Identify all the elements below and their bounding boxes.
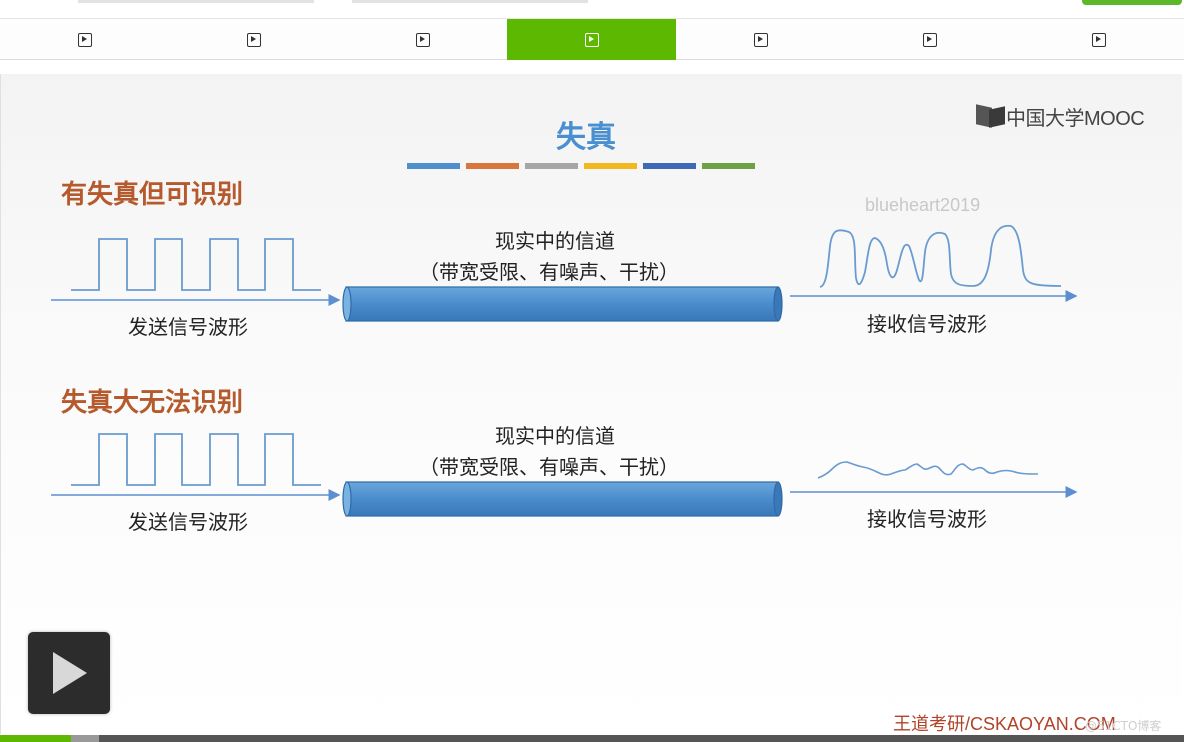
play-icon xyxy=(584,32,599,47)
send-waveform xyxy=(71,433,321,486)
video-tab[interactable] xyxy=(338,19,507,60)
color-bar xyxy=(407,163,460,169)
color-bar xyxy=(466,163,519,169)
top-strip xyxy=(0,0,1184,16)
play-icon xyxy=(77,32,92,47)
channel-pipe xyxy=(342,481,783,517)
play-icon xyxy=(415,32,430,47)
title-color-bars xyxy=(407,163,755,169)
play-button[interactable] xyxy=(28,632,110,714)
send-signal-label: 发送信号波形 xyxy=(128,510,248,534)
channel-label: 现实中的信道 xyxy=(495,229,615,253)
distortion-diagram xyxy=(51,224,1078,517)
search-field-edge[interactable] xyxy=(78,0,314,3)
video-tabs xyxy=(0,18,1184,60)
section-heading: 有失真但可识别 xyxy=(61,180,244,210)
play-icon xyxy=(53,652,87,694)
channel-label: 现实中的信道 xyxy=(495,424,615,448)
lecture-slide: 中国大学MOOC 失真 有失真但可识别 失真大无法识别 blueheart201… xyxy=(0,74,1182,734)
progress-buffered xyxy=(71,735,100,742)
top-action-button[interactable] xyxy=(1082,0,1182,5)
receive-signal-label: 接收信号波形 xyxy=(867,507,987,531)
color-bar xyxy=(643,163,696,169)
video-tab-active[interactable] xyxy=(507,19,676,60)
video-tab[interactable] xyxy=(1014,19,1183,60)
progress-played xyxy=(0,735,72,742)
color-bar xyxy=(584,163,637,169)
video-tab[interactable] xyxy=(169,19,338,60)
search-field-edge[interactable] xyxy=(352,0,588,3)
blog-watermark: @51CTO博客 xyxy=(1085,719,1162,733)
send-signal-label: 发送信号波形 xyxy=(128,315,248,339)
video-tab[interactable] xyxy=(0,19,169,60)
footer-brand: 王道考研/CSKAOYAN.COM xyxy=(893,714,1116,734)
video-tab[interactable] xyxy=(845,19,1014,60)
play-icon xyxy=(753,32,768,47)
section-heading: 失真大无法识别 xyxy=(61,388,244,418)
channel-pipe xyxy=(342,286,783,322)
channel-sublabel: （带宽受限、有噪声、干扰） xyxy=(419,260,679,284)
slide-title: 失真 xyxy=(556,120,616,155)
play-icon xyxy=(922,32,937,47)
color-bar xyxy=(525,163,578,169)
play-icon xyxy=(1091,32,1106,47)
send-waveform xyxy=(71,238,321,291)
receive-signal-label: 接收信号波形 xyxy=(867,312,987,336)
mooc-logo-text: 中国大学MOOC xyxy=(1006,107,1145,130)
watermark: blueheart2019 xyxy=(865,195,981,215)
video-tab[interactable] xyxy=(676,19,845,60)
mooc-logo: 中国大学MOOC xyxy=(976,102,1145,130)
channel-sublabel: （带宽受限、有噪声、干扰） xyxy=(419,455,679,479)
color-bar xyxy=(702,163,755,169)
video-progress-bar[interactable] xyxy=(0,735,1184,742)
receive-waveform-unrecognizable xyxy=(817,461,1039,479)
receive-waveform-distorted xyxy=(819,224,1062,288)
play-icon xyxy=(246,32,261,47)
